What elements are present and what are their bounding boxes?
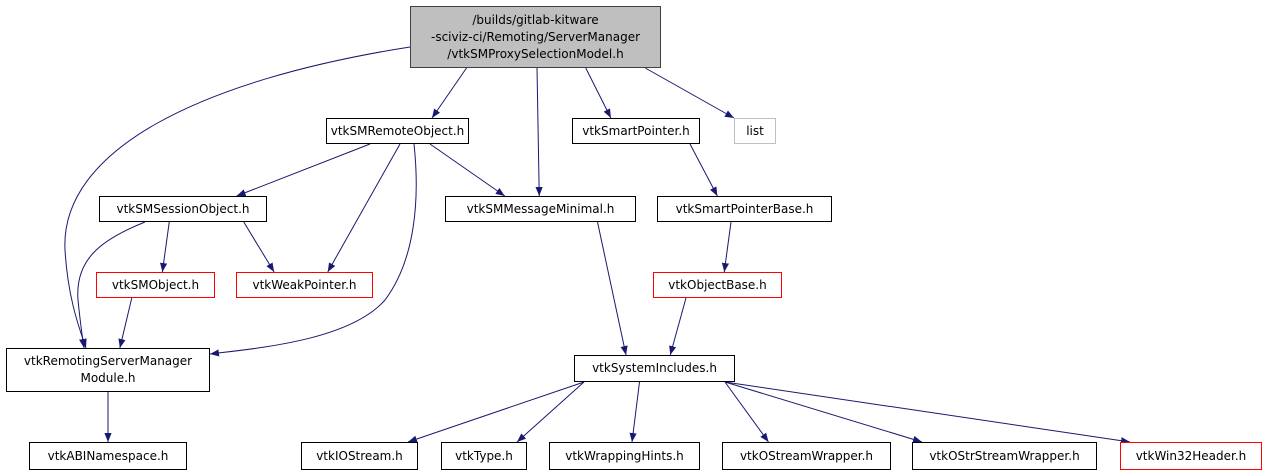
edge-session-to-module xyxy=(77,221,146,349)
node-root-file[interactable]: /builds/gitlab-kitware -sciviz-ci/Remoti… xyxy=(410,6,661,68)
edge-root-to-smartptr xyxy=(585,67,612,119)
node-vtkwin32header[interactable]: vtkWin32Header.h xyxy=(1120,442,1262,470)
edge-sysinc-to-type xyxy=(516,381,585,443)
edge-remote-to-weak xyxy=(327,143,401,273)
node-vtksmartpointerbase[interactable]: vtkSmartPointerBase.h xyxy=(657,196,832,222)
edge-session-to-weak xyxy=(243,221,275,273)
edge-sysinc-to-iostream xyxy=(407,381,585,443)
edge-root-to-module xyxy=(64,46,411,349)
node-vtksmartpointer[interactable]: vtkSmartPointer.h xyxy=(572,118,700,144)
edge-smartptr-to-smartbase xyxy=(689,143,718,197)
edge-sysinc-to-ostrstream xyxy=(724,381,923,443)
node-vtkostrstreamwrapper[interactable]: vtkOStrStreamWrapper.h xyxy=(912,442,1097,470)
edge-sysinc-to-win32 xyxy=(724,381,1131,445)
edge-remote-to-session xyxy=(236,143,371,197)
edge-smartbase-to-objbase xyxy=(721,221,732,273)
node-vtkobjectbase[interactable]: vtkObjectBase.h xyxy=(653,272,782,298)
edge-msgmin-to-sysinc xyxy=(597,221,628,356)
node-vtkiostream[interactable]: vtkIOStream.h xyxy=(301,442,418,470)
node-vtksmremoteobject[interactable]: vtkSMRemoteObject.h xyxy=(326,118,469,144)
node-vtktype[interactable]: vtkType.h xyxy=(441,442,527,470)
edge-root-to-remote xyxy=(431,67,467,119)
node-vtkwrappinghints[interactable]: vtkWrappingHints.h xyxy=(549,442,700,470)
node-vtkweakpointer[interactable]: vtkWeakPointer.h xyxy=(236,272,373,298)
node-list[interactable]: list xyxy=(734,118,776,144)
edge-smobject-to-module xyxy=(118,297,133,349)
edge-session-to-smobject xyxy=(160,221,170,273)
edge-remote-to-module xyxy=(209,143,417,357)
edge-root-to-list xyxy=(645,67,735,119)
node-vtkabinamespace[interactable]: vtkABINamespace.h xyxy=(29,442,187,470)
node-vtksmmessageminimal[interactable]: vtkSMMessageMinimal.h xyxy=(445,196,636,222)
edge-objbase-to-sysinc xyxy=(669,297,687,356)
node-vtksystemincludes[interactable]: vtkSystemIncludes.h xyxy=(574,355,735,382)
node-vtksmsessionobject[interactable]: vtkSMSessionObject.h xyxy=(99,196,267,222)
edge-root-to-msgmin xyxy=(535,67,543,197)
edge-remote-to-msgmin xyxy=(429,143,506,197)
edge-sysinc-to-wrap xyxy=(629,381,640,443)
edge-sysinc-to-ostream xyxy=(724,381,769,443)
node-vtkremotingservermanagermodule[interactable]: vtkRemotingServerManager Module.h xyxy=(6,348,210,392)
node-vtkostreamwrapper[interactable]: vtkOStreamWrapper.h xyxy=(722,442,891,470)
node-vtksmobject[interactable]: vtkSMObject.h xyxy=(96,272,215,298)
